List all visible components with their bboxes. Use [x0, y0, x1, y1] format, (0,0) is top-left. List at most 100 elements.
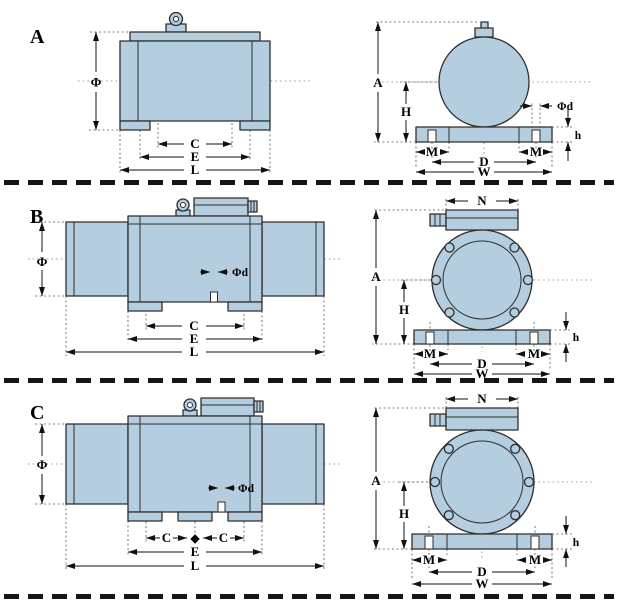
foot-hole-left: [425, 331, 435, 345]
foot-middle: [177, 511, 213, 522]
housing: [127, 415, 263, 513]
flange-bolt: [510, 443, 521, 454]
row-b-side-view: Φ Φd C E L: [28, 197, 342, 359]
foot-right: [227, 511, 263, 522]
flange-bolt: [509, 242, 520, 253]
dim-label-m-left: M: [426, 144, 438, 159]
junction-box: [445, 209, 519, 231]
cable-gland-icon: [429, 213, 447, 227]
bolt-hole: [210, 291, 218, 303]
dim-label-m-right: M: [529, 552, 541, 567]
dim-label-c: C: [190, 136, 199, 151]
dim-label-h: H: [401, 104, 411, 119]
dim-label-phid: Φd: [557, 101, 574, 113]
foot-left: [119, 120, 151, 131]
base-plate: [415, 126, 553, 143]
flange-bolt: [443, 510, 454, 521]
motor-body-end: [415, 21, 553, 143]
dim-label-h-small: h: [573, 537, 580, 549]
foot-hole-left: [424, 535, 434, 550]
dashed-divider-1: [4, 180, 614, 185]
dim-label-w: W: [476, 576, 489, 591]
bolt-hole: [217, 501, 226, 513]
weight-cover-left: [65, 221, 129, 297]
dim-label-n: N: [477, 193, 487, 208]
foot-left: [127, 511, 163, 522]
dim-label-d: D: [477, 356, 486, 371]
flange-bolt: [429, 476, 441, 488]
dim-label-e: E: [191, 544, 200, 559]
cable-gland-icon: [247, 200, 258, 213]
dim-label-phi: Φ: [37, 457, 48, 472]
dim-label-l: L: [191, 558, 200, 573]
dim-label-w: W: [478, 164, 491, 178]
foot-hole-right: [529, 331, 539, 345]
flange-bolt: [522, 274, 534, 286]
dim-label-h-small: h: [575, 130, 582, 142]
dim-label-h: H: [399, 302, 409, 317]
weight-cover-left: [65, 423, 129, 505]
motor-body-end: [411, 407, 553, 550]
dim-label-m-left: M: [424, 346, 436, 361]
dim-label-c-right: C: [219, 530, 228, 545]
cable-gland-icon: [253, 400, 264, 413]
dimension-lines: Φ Φd C ◆ C E L: [37, 424, 324, 573]
dim-label-m-right: M: [530, 144, 542, 159]
foot-right: [239, 120, 271, 131]
dim-label-d: D: [479, 154, 488, 169]
motor-body-side: [65, 397, 325, 522]
foot-right: [227, 301, 263, 312]
dim-label-l: L: [190, 344, 199, 359]
dimension-lines: Φ C E L: [91, 32, 270, 177]
flange-bolt: [444, 307, 455, 318]
row-a-side-view: Φ C E L: [78, 11, 310, 177]
row-a-label: A: [30, 26, 45, 48]
flange-bolt: [444, 242, 455, 253]
dim-label-a: A: [371, 269, 381, 284]
weight-cover-right: [261, 221, 325, 297]
dim-label-d: D: [477, 564, 486, 579]
junction-box: [200, 397, 255, 417]
flange-bolt: [510, 510, 521, 521]
dashed-divider-2: [4, 378, 614, 383]
junction-box: [193, 197, 249, 217]
foot-hole-right: [530, 535, 540, 550]
dim-label-c-left: C: [162, 530, 171, 545]
motor-body-end: [413, 209, 551, 345]
dim-label-l: L: [191, 162, 200, 177]
motor-body-side: [65, 197, 325, 312]
row-c-side-view: Φ Φd C ◆ C E L: [28, 397, 342, 573]
row-c-end-view: N A H h M M D W: [371, 391, 592, 591]
row-c-label: C: [30, 402, 45, 424]
dashed-divider-3: [4, 594, 614, 599]
dimension-lines: A H Φd h M M D W: [373, 22, 582, 178]
dim-label-w: W: [476, 366, 489, 378]
dim-label-h: H: [399, 506, 409, 521]
dim-label-a: A: [373, 75, 383, 90]
dim-label-e: E: [191, 149, 200, 164]
dimension-lines: N A H h M M D W: [371, 193, 579, 378]
dimension-lines: N A H h M M D W: [371, 391, 579, 591]
flange-bolt: [430, 274, 442, 286]
dim-label-phid: Φd: [232, 267, 249, 279]
dim-label-h-small: h: [573, 332, 580, 344]
dim-label-n: N: [477, 391, 487, 406]
junction-box: [445, 407, 519, 431]
row-a-end-view: A H Φd h M M D W: [373, 21, 592, 178]
flange-bolt: [443, 443, 454, 454]
dim-label-a: A: [371, 473, 381, 488]
weight-cover-right: [261, 423, 325, 505]
foot-left: [127, 301, 163, 312]
cable-gland-icon: [429, 413, 447, 427]
row-b-end-view: N A H h M M D W: [371, 193, 592, 378]
dim-label-m-right: M: [528, 346, 540, 361]
dim-label-m-left: M: [423, 552, 435, 567]
motor-body-side: [119, 11, 271, 131]
dim-label-e: E: [190, 331, 199, 346]
dim-separator-diamond-icon: ◆: [190, 533, 201, 545]
dim-label-phi: Φ: [91, 75, 102, 90]
dim-label-phi: Φ: [37, 254, 48, 269]
foot-hole-left: [427, 129, 437, 143]
dim-label-c: C: [189, 318, 198, 333]
